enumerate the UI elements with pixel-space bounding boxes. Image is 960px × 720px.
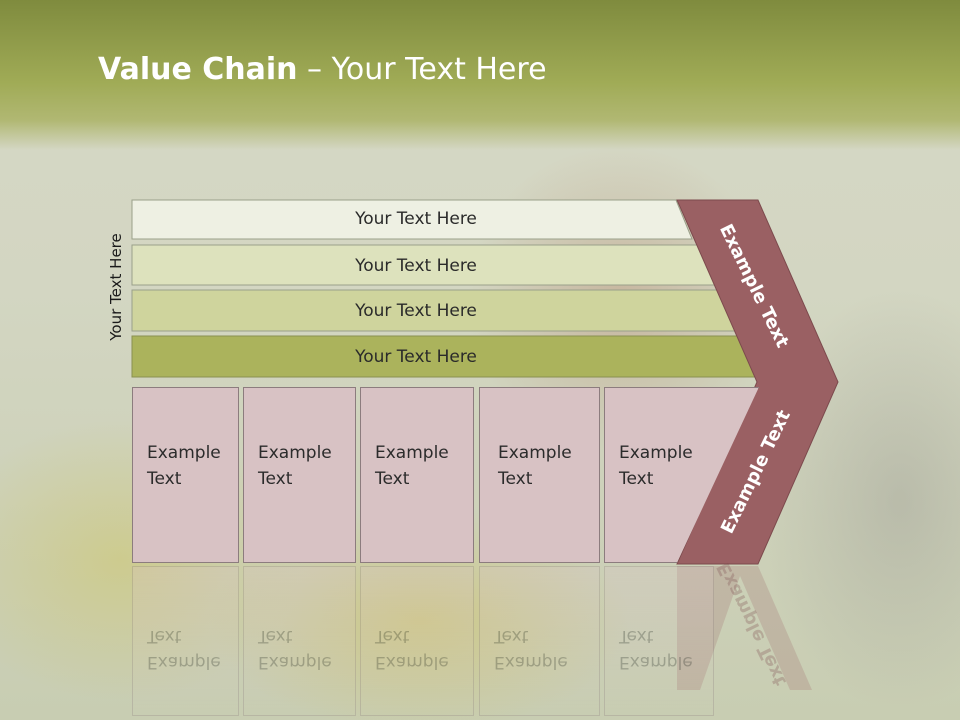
reflection-5: Example Text [604,566,714,716]
header-bar [0,0,960,150]
column-box-3: Example Text [360,387,474,563]
column-line-1: Example [147,443,221,463]
reflection-line-1: Example [619,652,693,672]
column-line-1: Example [619,443,693,463]
column-box-1: Example Text [132,387,239,563]
band-label-1: Your Text Here [355,209,477,229]
column-line-2: Text [498,469,533,489]
column-box-2: Example Text [243,387,356,563]
column-line-2: Text [258,469,293,489]
band-1 [131,199,693,240]
column-reflections: Example Text Example Text Example Text Exam… [0,559,960,720]
reflection-text: Example Text [375,623,449,675]
column-text: Example Text [375,440,449,492]
chevron-reflection [677,566,812,690]
title-rest: – Your Text Here [297,52,547,87]
column-line-1: Example [258,443,332,463]
reflection-3: Example Text [360,566,474,716]
column-text: Example Text [258,440,332,492]
reflection-4: Example Text [479,566,600,716]
reflection-text: Example Text [619,623,693,675]
column-text: Example Text [498,440,572,492]
reflection-line-2: Text [258,626,293,646]
reflection-1: Example Text [132,566,239,716]
reflection-line-2: Text [494,626,529,646]
reflection-line-2: Text [147,626,182,646]
title-bold: Value Chain [98,52,298,87]
reflection-line-1: Example [375,652,449,672]
band-label-4: Your Text Here [355,347,477,367]
column-text: Example Text [619,440,693,492]
reflection-text: Example Text [147,623,221,675]
band-label-2: Your Text Here [355,256,477,276]
reflection-2: Example Text [243,566,356,716]
chevron-reflection-label: Example Text [713,558,791,690]
column-line-2: Text [619,469,654,489]
reflection-line-1: Example [147,652,221,672]
slide-title: Value Chain – Your Text Here [98,52,547,87]
reflection-text: Example Text [494,623,568,675]
column-line-1: Example [375,443,449,463]
reflection-line-2: Text [619,626,654,646]
band-label-3: Your Text Here [355,301,477,321]
column-line-2: Text [375,469,410,489]
reflection-line-1: Example [494,652,568,672]
column-box-4: Example Text [479,387,600,563]
reflection-line-2: Text [375,626,410,646]
column-line-1: Example [498,443,572,463]
reflection-line-1: Example [258,652,332,672]
reflection-text: Example Text [258,623,332,675]
column-text: Example Text [147,440,221,492]
column-line-2: Text [147,469,182,489]
